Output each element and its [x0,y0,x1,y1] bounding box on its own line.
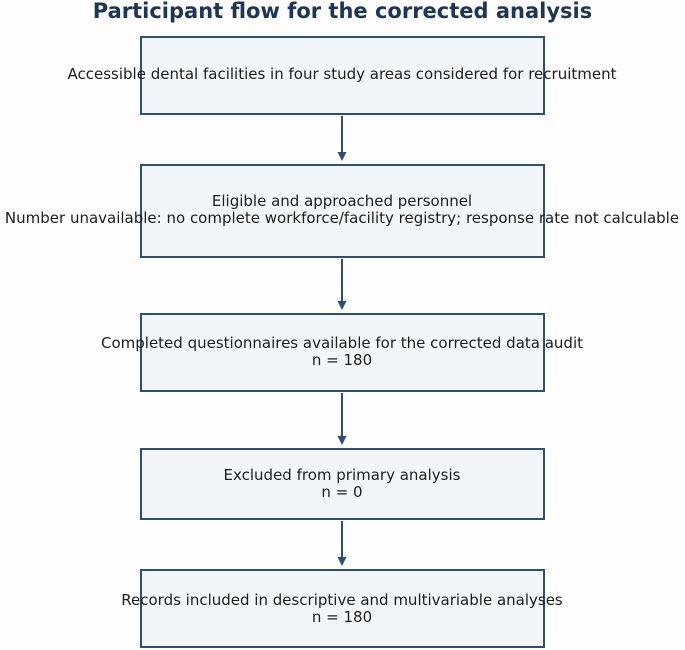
node-eligible-line-1: Eligible and approached personnel [211,192,473,210]
node-recruitment-text: Accessible dental facilities in four stu… [68,66,617,83]
diagram-title: Participant flow for the corrected analy… [92,0,593,23]
node-eligible-box [140,164,545,258]
node-recruitment-box [140,36,545,115]
node-excluded-text: Excluded from primary analysis n = 0 [224,467,461,501]
node-included-text: Records included in descriptive and mult… [121,592,562,626]
node-completed-line-2: n = 180 [311,351,373,369]
node-recruitment-line-1: Accessible dental facilities in four stu… [67,65,617,83]
node-included-line-2: n = 180 [311,608,373,626]
node-completed-box [140,313,545,392]
node-completed-line-1: Completed questionnaires available for t… [100,334,584,352]
arrow-recruitment-to-eligible [337,116,347,161]
arrow-eligible-to-completed [337,259,347,310]
node-included-line-1: Records included in descriptive and mult… [121,591,563,609]
node-included-box [140,569,545,648]
node-eligible-line-2: Number unavailable: no complete workforc… [4,209,680,227]
node-completed-text: Completed questionnaires available for t… [101,335,583,369]
node-excluded-line-2: n = 0 [321,483,363,501]
node-eligible-text: Eligible and approached personnel Number… [5,193,679,227]
arrow-completed-to-excluded [337,393,347,445]
arrow-excluded-to-included [337,521,347,566]
node-excluded-line-1: Excluded from primary analysis [223,466,461,484]
node-excluded-box [140,448,545,520]
